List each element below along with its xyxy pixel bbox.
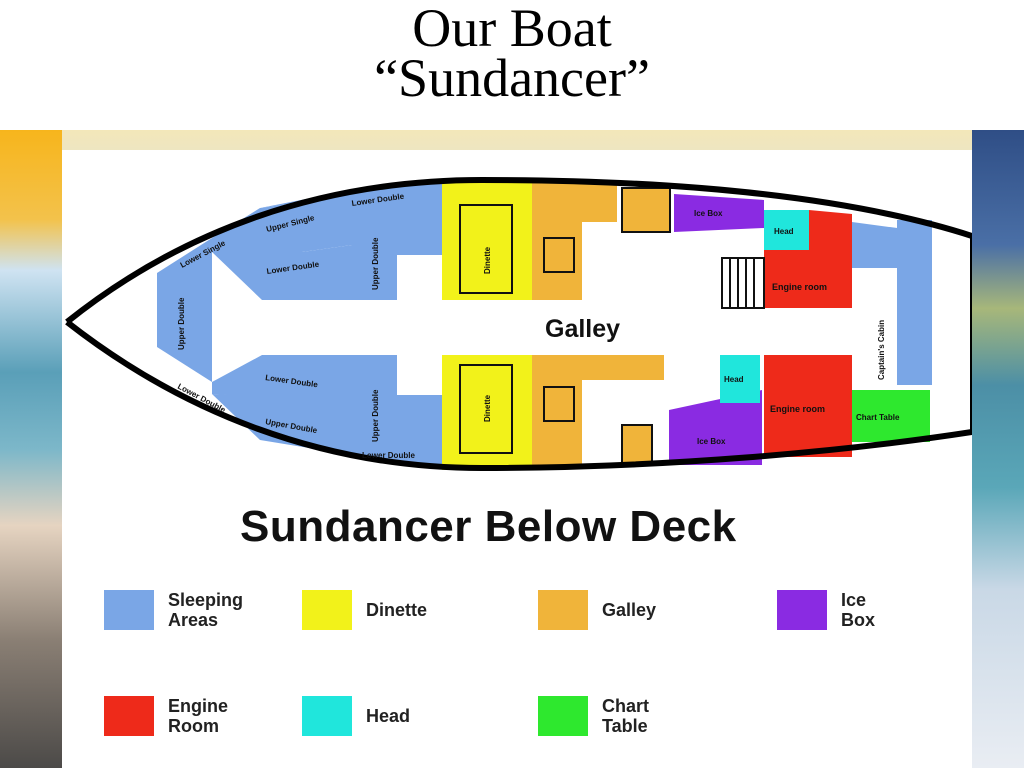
- legend-label: Galley: [602, 600, 657, 620]
- room-aft-port-locker: [852, 222, 912, 268]
- room-dinette-stbd: [442, 355, 532, 470]
- legend-swatch-dinette: [302, 590, 352, 630]
- label-engine-room-port: Engine room: [772, 282, 827, 292]
- legend-label: Head: [366, 706, 411, 726]
- label-engine-room-stbd: Engine room: [770, 404, 825, 414]
- legend-swatch-engine: [104, 696, 154, 736]
- background-photo-left-strip: [0, 130, 62, 768]
- galley-sink-stbd: [543, 386, 575, 422]
- deck-plan-panel: Galley Lower Double Upper Single Lower D…: [62, 150, 972, 768]
- room-head-port: [764, 210, 809, 250]
- label-captains-cabin: Captain's Cabin: [877, 320, 886, 380]
- stove-port: [621, 187, 671, 233]
- dinettes: [442, 182, 532, 470]
- deck-plan-diagram: Galley Lower Double Upper Single Lower D…: [65, 176, 972, 472]
- legend-item-dinette: Dinette: [302, 590, 427, 630]
- room-upper-double-stbd-vertical: [352, 355, 397, 460]
- room-lower-double-port-top: [397, 182, 442, 255]
- galley-sink-port: [543, 237, 575, 273]
- legend-label: Dinette: [366, 600, 428, 620]
- dinette-port-table: [459, 204, 513, 294]
- label-upper-double-port-vertical: Upper Double: [371, 237, 380, 290]
- room-dinette-port: [442, 182, 532, 300]
- title-line-2: “Sundancer”: [374, 48, 650, 108]
- label-galley: Galley: [545, 315, 620, 343]
- companionway-steps: [721, 257, 765, 309]
- label-dinette-port: Dinette: [483, 246, 492, 274]
- label-ice-box-stbd: Ice Box: [697, 437, 726, 446]
- engine-rooms: [764, 210, 852, 457]
- room-head-stbd: [720, 355, 760, 403]
- background-photo-right-strip: [972, 130, 1024, 768]
- slide-title: Our Boat “Sundancer”: [0, 0, 1024, 108]
- room-upper-double-port-vertical: [352, 185, 397, 300]
- room-upper-single-port: [260, 190, 352, 252]
- room-galley-stbd: [532, 355, 664, 468]
- hull-outline: [65, 176, 972, 472]
- heads: [720, 210, 809, 403]
- room-chart-table: [852, 390, 930, 442]
- stove-stbd: [621, 424, 653, 466]
- room-lower-double-port-mid: [302, 245, 352, 300]
- room-lower-double-stbd-bottom: [397, 395, 442, 465]
- legend-swatch-head: [302, 696, 352, 736]
- label-upper-double-stbd-vertical: Upper Double: [371, 389, 380, 442]
- legend-swatch-chart-table: [538, 696, 588, 736]
- ice-boxes: [669, 194, 764, 465]
- label-lower-double-stbd-bottom: Lower Double: [362, 451, 415, 460]
- label-chart-table: Chart Table: [856, 413, 900, 422]
- legend-swatch-sleeping: [104, 590, 154, 630]
- label-head-port: Head: [774, 227, 794, 236]
- legend-swatch-icebox: [777, 590, 827, 630]
- legend-title: Sundancer Below Deck: [240, 502, 737, 551]
- room-ice-box-stbd: [669, 390, 762, 465]
- label-dinette-stbd: Dinette: [483, 394, 492, 422]
- legend-item-head: Head: [302, 696, 410, 736]
- legend-item-galley: Galley: [538, 590, 656, 630]
- title-line-1: Our Boat: [412, 0, 612, 58]
- label-upper-double-bow: Upper Double: [177, 297, 186, 350]
- room-lower-double-stbd-mid: [262, 355, 352, 400]
- room-ice-box-port: [674, 194, 764, 232]
- room-upper-double-stbd-mid: [212, 394, 352, 455]
- label-ice-box-port: Ice Box: [694, 209, 723, 218]
- dinette-stbd-table: [459, 364, 513, 454]
- room-engine-port: [764, 210, 852, 308]
- room-upper-double-bow: [157, 238, 212, 382]
- legend-swatch-galley: [538, 590, 588, 630]
- galley-areas: [532, 182, 671, 468]
- room-engine-stbd: [764, 355, 852, 457]
- label-head-stbd: Head: [724, 375, 744, 384]
